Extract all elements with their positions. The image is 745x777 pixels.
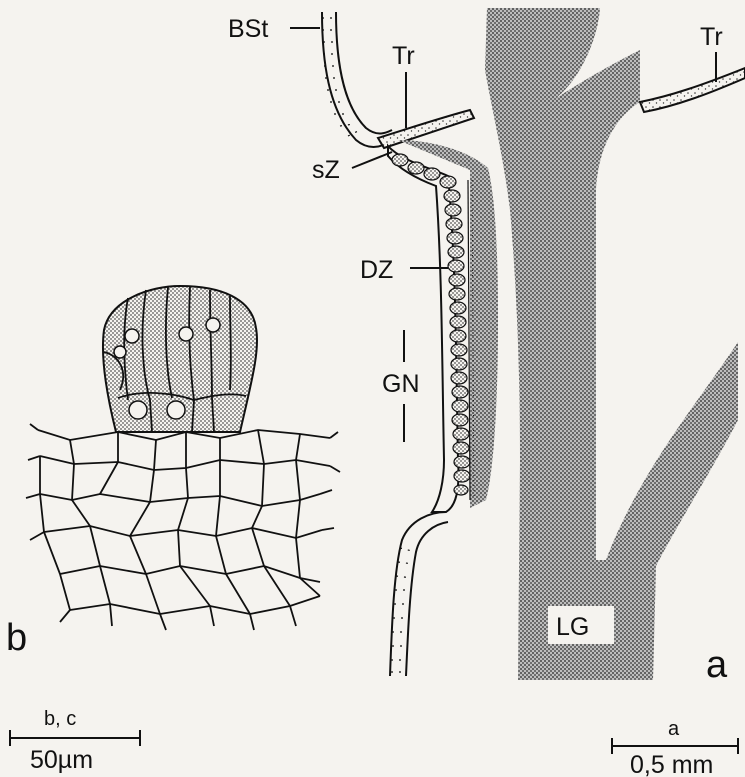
trachea-right: [640, 68, 745, 112]
trachea-left: [378, 110, 474, 148]
label-sz: sZ: [312, 156, 340, 184]
label-tr-left: Tr: [392, 42, 415, 70]
panel-letter-a: a: [706, 644, 728, 686]
scale-bar-left-value: 50µm: [30, 746, 93, 774]
panel-a: BSt Tr Tr sZ DZ GN LG a: [228, 8, 745, 686]
body-wall-lower: [390, 512, 448, 676]
label-tr-right: Tr: [700, 23, 723, 51]
scale-bar-right-value: 0,5 mm: [630, 751, 713, 777]
label-dz: DZ: [360, 256, 393, 284]
polygonal-tissue: [26, 424, 340, 630]
label-lg: LG: [556, 613, 589, 641]
panel-b: b: [6, 286, 340, 659]
leader-sz: [352, 152, 392, 168]
scale-bar-right: a 0,5 mm: [612, 718, 738, 777]
large-gland-shape: [485, 8, 738, 680]
label-gn: GN: [382, 370, 420, 398]
panel-letter-b: b: [6, 617, 27, 659]
germ-cells: [392, 154, 470, 495]
scale-bar-left: b, c 50µm: [10, 708, 140, 774]
scale-bar-right-caption: a: [668, 718, 680, 740]
scale-bar-left-caption: b, c: [44, 708, 76, 730]
body-wall-upper: [322, 12, 392, 147]
label-bst: BSt: [228, 15, 268, 43]
